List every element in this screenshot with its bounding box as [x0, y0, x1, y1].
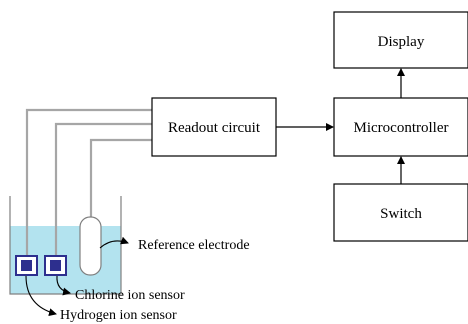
wire-reference — [89, 138, 152, 218]
display-label: Display — [378, 34, 425, 50]
wire-chlorine — [54, 122, 152, 255]
chlorine-ion-sensor — [44, 255, 67, 276]
connection-arrows — [276, 68, 405, 184]
switch-block: Switch — [333, 183, 468, 242]
switch-label: Switch — [380, 206, 422, 222]
chlorine-ion-sensor-label: Chlorine ion sensor — [75, 288, 185, 303]
hydrogen-ion-sensor-label: Hydrogen ion sensor — [60, 308, 177, 323]
pointer-hydrogen — [25, 275, 57, 317]
readout-circuit-block: Readout circuit — [151, 97, 277, 157]
pointer-chlorine — [56, 275, 71, 296]
microcontroller-label: Microcontroller — [354, 120, 449, 136]
readout-circuit-label: Readout circuit — [168, 120, 261, 136]
reference-electrode — [79, 216, 102, 276]
reference-electrode-label: Reference electrode — [138, 238, 250, 253]
display-block: Display — [333, 11, 468, 69]
hydrogen-ion-sensor — [15, 255, 38, 276]
pointer-reference — [99, 236, 129, 249]
electrode-wires — [25, 108, 152, 255]
wire-hydrogen — [25, 108, 152, 255]
annotation-pointers — [25, 236, 129, 317]
microcontroller-block: Microcontroller — [333, 97, 468, 157]
